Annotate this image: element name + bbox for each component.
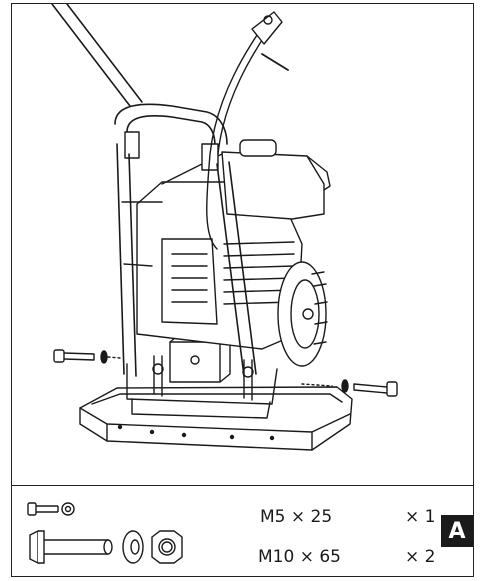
parts-list-icons	[27, 502, 183, 565]
part-1-spec: M5 × 25	[260, 507, 333, 527]
base-plate	[79, 386, 353, 451]
part-2-qty: × 2	[405, 547, 436, 567]
large-bolt-washer-nut-icon	[29, 529, 183, 565]
lower-mount	[126, 333, 278, 419]
diagram-frame	[11, 3, 474, 577]
plate-compactor-assembly-illustration	[51, 4, 398, 451]
handle-bar	[51, 4, 289, 377]
small-bolt-washer-icon	[27, 502, 75, 516]
part-2-spec: M10 × 65	[258, 547, 341, 567]
parts-divider	[11, 485, 474, 486]
step-label-badge: A	[441, 515, 473, 547]
part-1-qty: × 1	[405, 507, 436, 527]
right-bolt-callout	[301, 379, 398, 397]
left-bolt-callout	[53, 349, 121, 364]
engine	[136, 139, 331, 367]
